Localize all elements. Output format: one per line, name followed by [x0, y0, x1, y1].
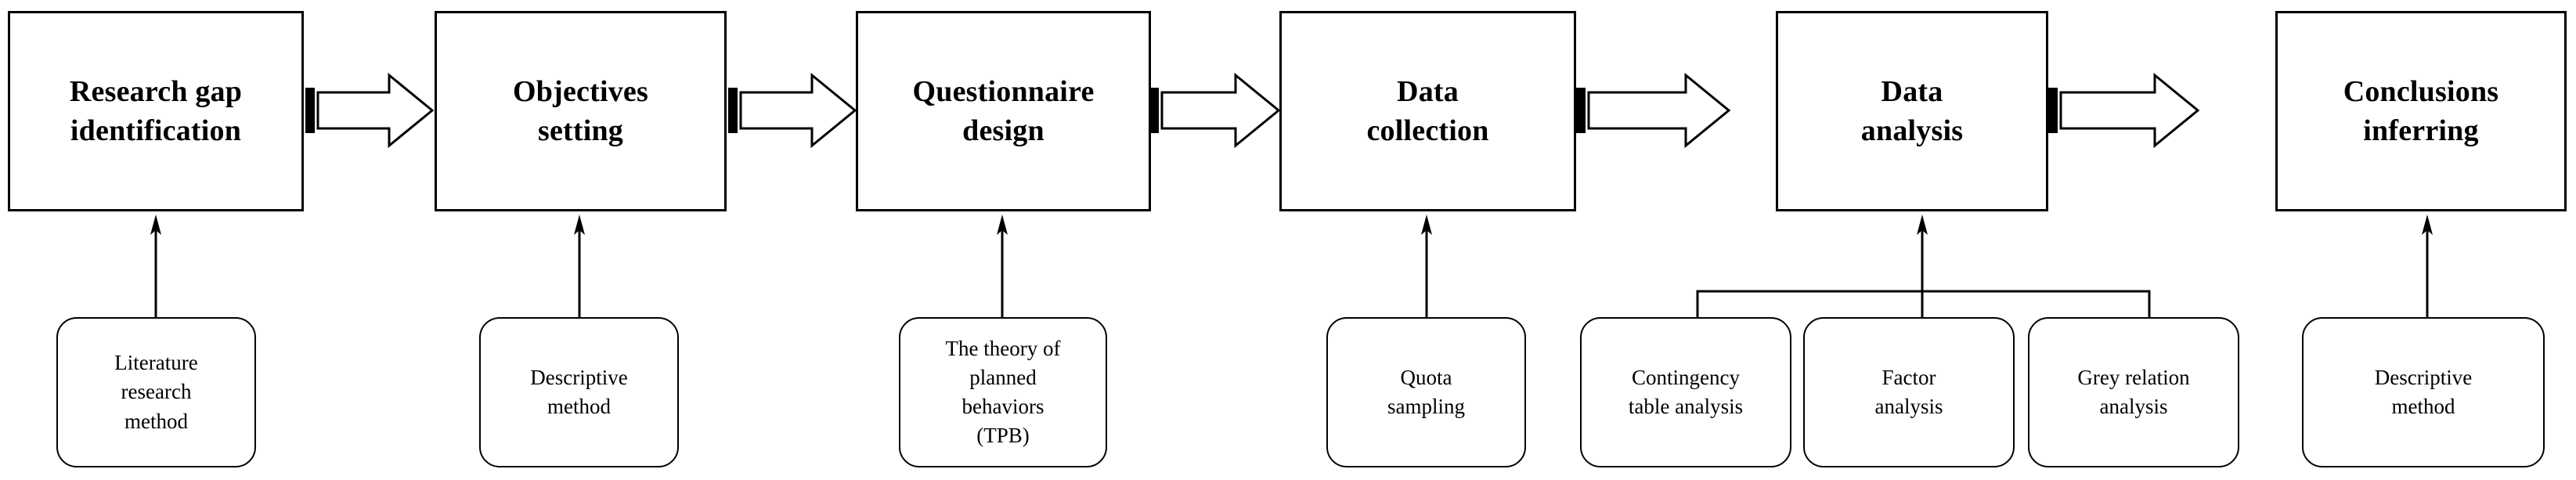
stage-line-2: design — [962, 114, 1044, 147]
method-box-factor-analysis[interactable]: Factor analysis — [1803, 317, 2015, 467]
stage-line-1: Data — [1397, 74, 1459, 108]
method-line-2: method — [547, 395, 611, 418]
block-arrow-4 — [1576, 72, 1731, 149]
method-box-descriptive-method-objectives[interactable]: Descriptive method — [479, 317, 679, 467]
stage-line-1: Data — [1881, 74, 1943, 108]
stage-box-objectives-setting[interactable]: Objectives setting — [435, 11, 727, 211]
method-line-2: research — [121, 380, 192, 404]
method-line-1: Grey relation — [2077, 365, 2190, 389]
method-label-literature-research-method: Literature research method — [110, 348, 202, 436]
stage-line-2: setting — [537, 114, 624, 147]
method-label-grey-relation-analysis: Grey relation analysis — [2073, 363, 2194, 422]
method-line-2: analysis — [2099, 395, 2168, 418]
method-box-quota-sampling[interactable]: Quota sampling — [1326, 317, 1526, 467]
method-line-1: Descriptive — [530, 365, 628, 389]
stage-label-data-collection: Data collection — [1360, 72, 1495, 150]
stage-line-2: identification — [70, 114, 242, 147]
stage-label-data-analysis: Data analysis — [1855, 72, 1969, 150]
stage-box-data-collection[interactable]: Data collection — [1279, 11, 1576, 211]
stage-label-conclusions-inferring: Conclusions inferring — [2337, 72, 2506, 150]
stage-box-conclusions-inferring[interactable]: Conclusions inferring — [2275, 11, 2567, 211]
method-line-1: The theory of — [945, 336, 1061, 360]
stage-line-1: Questionnaire — [912, 74, 1095, 108]
stage-line-1: Research gap — [69, 74, 243, 108]
method-label-quota-sampling: Quota sampling — [1383, 363, 1470, 422]
method-box-theory-of-planned-behaviors[interactable]: The theory of planned behaviors (TPB) — [899, 317, 1107, 467]
block-arrow-1 — [305, 72, 435, 149]
method-box-descriptive-method-conclusions[interactable]: Descriptive method — [2302, 317, 2545, 467]
stage-label-questionnaire-design: Questionnaire design — [906, 72, 1100, 150]
stage-line-2: inferring — [2363, 114, 2479, 147]
arrowhead-1 — [150, 215, 161, 235]
method-line-3: behaviors — [961, 395, 1044, 418]
stage-line-2: analysis — [1860, 114, 1964, 147]
method-box-grey-relation-analysis[interactable]: Grey relation analysis — [2028, 317, 2239, 467]
stage-box-research-gap-identification[interactable]: Research gap identification — [8, 11, 304, 211]
stage-box-questionnaire-design[interactable]: Questionnaire design — [856, 11, 1151, 211]
method-line-2: method — [2391, 395, 2455, 418]
stage-line-1: Objectives — [513, 74, 648, 108]
method-box-literature-research-method[interactable]: Literature research method — [56, 317, 256, 467]
stage-label-research-gap-identification: Research gap identification — [63, 72, 248, 150]
method-line-2: planned — [969, 365, 1037, 389]
arrowhead-6 — [2422, 215, 2433, 235]
block-arrow-5 — [2048, 72, 2200, 149]
stage-line-1: Conclusions — [2343, 74, 2499, 108]
method-line-1: Literature — [114, 351, 198, 375]
stage-line-2: collection — [1366, 114, 1489, 147]
method-label-theory-of-planned-behaviors: The theory of planned behaviors (TPB) — [941, 334, 1066, 451]
bracket-data-analysis — [1696, 290, 2151, 317]
stage-label-objectives-setting: Objectives setting — [507, 72, 655, 150]
method-line-2: sampling — [1387, 395, 1465, 418]
method-line-2: table analysis — [1628, 395, 1744, 418]
vertical-arrows — [150, 215, 2433, 317]
method-label-descriptive-method-objectives: Descriptive method — [525, 363, 632, 422]
method-line-3: method — [124, 409, 188, 433]
arrowhead-3 — [997, 215, 1008, 235]
method-box-contingency-table-analysis[interactable]: Contingency table analysis — [1580, 317, 1791, 467]
method-line-1: Descriptive — [2374, 365, 2473, 389]
method-line-4: (TPB) — [976, 424, 1030, 448]
block-arrow-3 — [1151, 72, 1281, 149]
arrowhead-2 — [574, 215, 585, 235]
method-label-descriptive-method-conclusions: Descriptive method — [2370, 363, 2477, 422]
method-line-2: analysis — [1874, 395, 1943, 418]
stage-box-data-analysis[interactable]: Data analysis — [1776, 11, 2048, 211]
block-arrow-2 — [728, 72, 857, 149]
method-line-1: Contingency — [1632, 365, 1740, 389]
method-line-1: Factor — [1881, 365, 1936, 389]
arrowhead-5 — [1917, 215, 1928, 235]
method-line-1: Quota — [1400, 365, 1452, 389]
arrowhead-4 — [1421, 215, 1432, 235]
method-label-contingency-table-analysis: Contingency table analysis — [1624, 363, 1748, 422]
method-label-factor-analysis: Factor analysis — [1871, 363, 1948, 422]
